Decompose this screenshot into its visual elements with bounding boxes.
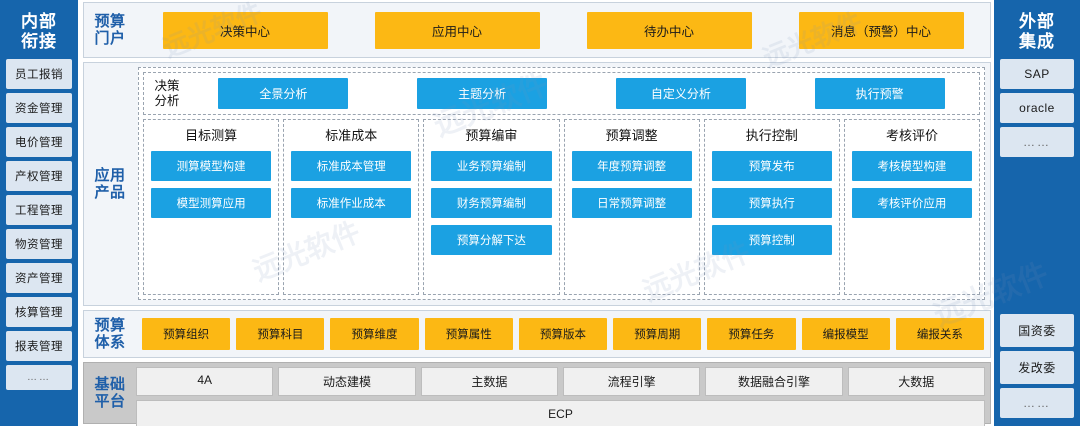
product-item-4-0[interactable]: 预算发布: [711, 151, 832, 181]
column-title-3: 预算调整: [605, 128, 658, 143]
platform-item-dynamic-modeling[interactable]: 动态建模: [278, 367, 416, 396]
decision-analysis-row: 决策 分析 全景分析 主题分析 自定义分析 执行预警: [143, 72, 980, 115]
right-rail-item-oracle[interactable]: oracle: [1000, 93, 1074, 124]
product-item-4-2[interactable]: 预算控制: [711, 225, 832, 255]
products-body: 决策 分析 全景分析 主题分析 自定义分析 执行预警 目标测算 测算模型构建: [136, 63, 990, 305]
left-rail-item-5[interactable]: 物资管理: [6, 229, 72, 260]
product-item-2-2[interactable]: 预算分解下达: [431, 225, 552, 255]
product-column-budget-review: 预算编审 业务预算编制 财务预算编制 预算分解下达: [423, 119, 560, 295]
system-button-6[interactable]: 预算任务: [707, 318, 796, 350]
left-rail-item-2[interactable]: 电价管理: [6, 127, 72, 158]
platform-row-components: 4A 动态建模 主数据 流程引擎 数据融合引擎 大数据: [136, 367, 985, 396]
right-rail-item-more-top[interactable]: ……: [1000, 127, 1074, 158]
budget-system-band: 预算 体系 预算组织 预算科目 预算维度 预算属性 预算版本 预算周期 预算任务…: [83, 310, 991, 358]
product-column-target-calculation: 目标测算 测算模型构建 模型测算应用: [143, 119, 280, 295]
product-item-0-1[interactable]: 模型测算应用: [151, 188, 272, 218]
decision-button-panorama-analysis[interactable]: 全景分析: [218, 78, 349, 109]
right-rail-title: 外部 集成: [1019, 12, 1055, 52]
column-title-4: 执行控制: [745, 128, 798, 143]
left-rail-item-0[interactable]: 员工报销: [6, 59, 72, 90]
portal-band: 预算 门户 决策中心 应用中心 待办中心 消息（预警）中心: [83, 2, 991, 58]
platform-row-ecp: ECP: [136, 400, 985, 426]
right-rail-item-sap[interactable]: SAP: [1000, 59, 1074, 90]
product-item-3-1[interactable]: 日常预算调整: [571, 188, 692, 218]
budget-system-label: 预算 体系: [94, 316, 126, 351]
product-item-0-0[interactable]: 测算模型构建: [151, 151, 272, 181]
system-button-0[interactable]: 预算组织: [142, 318, 231, 350]
portal-buttons: 决策中心 应用中心 待办中心 消息（预警）中心: [136, 3, 990, 57]
platform-label: 基础 平台: [94, 375, 126, 410]
platform-item-4a[interactable]: 4A: [136, 367, 274, 396]
product-column-assessment-evaluation: 考核评价 考核模型构建 考核评价应用: [843, 119, 981, 295]
decision-button-execution-alert[interactable]: 执行预警: [814, 78, 945, 109]
products-inner-frame: 决策 分析 全景分析 主题分析 自定义分析 执行预警 目标测算 测算模型构建: [138, 67, 985, 300]
product-item-2-0[interactable]: 业务预算编制: [431, 151, 552, 181]
products-band: 应用 产品 决策 分析 全景分析 主题分析 自定义分析 执行预警: [83, 62, 991, 306]
products-label: 应用 产品: [94, 166, 126, 201]
platform-body: 4A 动态建模 主数据 流程引擎 数据融合引擎 大数据 ECP: [136, 363, 990, 426]
platform-item-ecp[interactable]: ECP: [136, 400, 985, 426]
left-rail-item-3[interactable]: 产权管理: [6, 161, 72, 192]
product-item-5-0[interactable]: 考核模型构建: [851, 151, 973, 181]
product-column-budget-adjustment: 预算调整 年度预算调整 日常预算调整: [563, 119, 700, 295]
decision-analysis-label: 决策 分析: [154, 79, 180, 108]
left-rail-item-1[interactable]: 资金管理: [6, 93, 72, 124]
portal-button-application-center[interactable]: 应用中心: [374, 11, 540, 49]
left-rail-title: 内部 衔接: [21, 12, 57, 52]
left-rail-item-8[interactable]: 报表管理: [6, 331, 72, 362]
right-rail-item-ndrc[interactable]: 发改委: [1000, 351, 1074, 384]
product-item-2-1[interactable]: 财务预算编制: [431, 188, 552, 218]
product-columns: 目标测算 测算模型构建 模型测算应用 标准成本 标准成本管理 标准作业成本 预算…: [143, 119, 981, 295]
platform-item-big-data[interactable]: 大数据: [847, 367, 985, 396]
system-button-4[interactable]: 预算版本: [518, 318, 608, 350]
right-rail-external-integration: 外部 集成 SAP oracle …… 国资委 发改委 ……: [994, 0, 1080, 426]
decision-analysis-buttons: 全景分析 主题分析 自定义分析 执行预警: [190, 78, 973, 109]
left-rail-item-4[interactable]: 工程管理: [6, 195, 72, 226]
platform-band: 基础 平台 4A 动态建模 主数据 流程引擎 数据融合引擎 大数据 ECP: [83, 362, 991, 426]
product-item-5-1[interactable]: 考核评价应用: [851, 188, 973, 218]
decision-button-custom-analysis[interactable]: 自定义分析: [615, 78, 746, 109]
product-item-3-0[interactable]: 年度预算调整: [571, 151, 692, 181]
platform-item-data-fusion-engine[interactable]: 数据融合引擎: [705, 367, 843, 396]
column-title-0: 目标测算: [185, 128, 238, 143]
column-title-5: 考核评价: [885, 128, 938, 143]
system-button-7[interactable]: 编报模型: [801, 318, 890, 350]
system-button-5[interactable]: 预算周期: [613, 318, 702, 350]
decision-button-topic-analysis[interactable]: 主题分析: [417, 78, 548, 109]
portal-button-message-center[interactable]: 消息（预警）中心: [798, 11, 964, 49]
center-column: 预算 门户 决策中心 应用中心 待办中心 消息（预警）中心 应用 产品 决策 分…: [80, 0, 994, 426]
left-rail-item-7[interactable]: 核算管理: [6, 297, 72, 328]
system-button-8[interactable]: 编报关系: [895, 318, 984, 350]
product-column-standard-cost: 标准成本 标准成本管理 标准作业成本: [283, 119, 420, 295]
left-rail-item-more[interactable]: ……: [6, 365, 72, 391]
platform-item-process-engine[interactable]: 流程引擎: [562, 367, 701, 396]
portal-label: 预算 门户: [94, 12, 126, 47]
left-rail-item-6[interactable]: 资产管理: [6, 263, 72, 294]
system-button-3[interactable]: 预算属性: [424, 318, 513, 350]
right-rail-item-sasac[interactable]: 国资委: [1000, 314, 1074, 347]
product-column-execution-control: 执行控制 预算发布 预算执行 预算控制: [703, 119, 840, 295]
system-button-2[interactable]: 预算维度: [330, 318, 419, 350]
system-button-1[interactable]: 预算科目: [236, 318, 325, 350]
product-item-1-0[interactable]: 标准成本管理: [291, 151, 412, 181]
budget-system-buttons: 预算组织 预算科目 预算维度 预算属性 预算版本 预算周期 预算任务 编报模型 …: [136, 311, 990, 357]
left-rail-internal-integration: 内部 衔接 员工报销 资金管理 电价管理 产权管理 工程管理 物资管理 资产管理…: [0, 0, 80, 426]
column-title-1: 标准成本: [325, 128, 378, 143]
product-item-1-1[interactable]: 标准作业成本: [291, 188, 412, 218]
product-item-4-1[interactable]: 预算执行: [711, 188, 832, 218]
right-rail-item-more-bottom[interactable]: ……: [1000, 388, 1074, 418]
portal-button-todo-center[interactable]: 待办中心: [586, 11, 752, 49]
portal-button-decision-center[interactable]: 决策中心: [162, 11, 328, 49]
column-title-2: 预算编审: [465, 128, 518, 143]
platform-item-master-data[interactable]: 主数据: [420, 367, 558, 396]
